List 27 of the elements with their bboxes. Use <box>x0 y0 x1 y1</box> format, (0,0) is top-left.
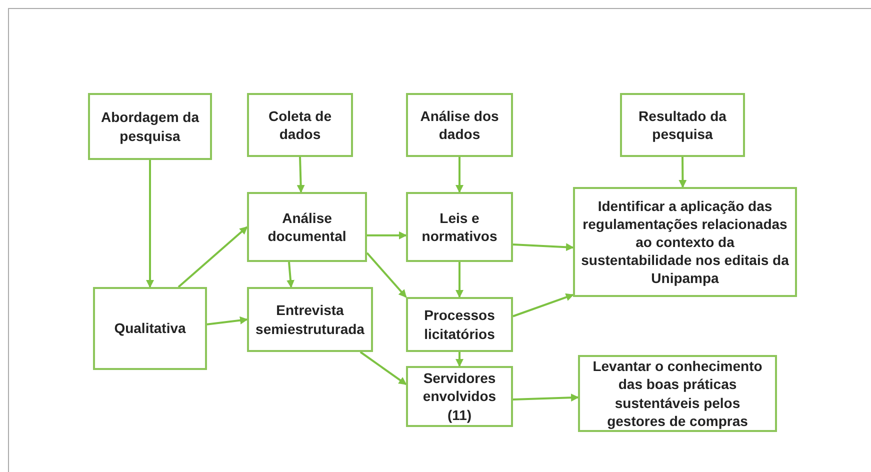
process-box: Servidores envolvidos (11) <box>406 366 513 427</box>
arrow <box>367 231 407 240</box>
process-box: Resultado da pesquisa <box>620 93 745 157</box>
process-box: Entrevista semiestruturada <box>247 287 373 352</box>
process-box: Qualitativa <box>93 287 207 370</box>
arrow <box>456 352 464 367</box>
arrow <box>512 243 574 252</box>
arrow <box>360 351 407 386</box>
arrow <box>512 293 574 318</box>
process-box: Processos licitatórios <box>406 297 513 352</box>
arrow <box>456 157 464 193</box>
arrow <box>206 316 248 326</box>
process-box: Levantar o conhecimento das boas práticas sustentáveis pelos gestores de compras <box>578 355 777 432</box>
arrow <box>366 252 407 298</box>
process-box: Análise documental <box>247 192 367 262</box>
process-box: Análise dos dados <box>406 93 513 157</box>
process-box: Leis e normativos <box>406 192 513 262</box>
arrow <box>296 156 305 193</box>
arrow <box>178 226 248 288</box>
arrow <box>512 394 579 402</box>
process-box: Identificar a aplicação das regulamentações relacionadas ao contexto da sustentabilidade nos editais da Unipampa <box>573 187 797 297</box>
arrow <box>146 160 154 288</box>
arrow <box>678 157 687 188</box>
arrow <box>286 262 294 288</box>
process-box: Abordagem da pesquisa <box>88 93 212 160</box>
process-box: Coleta de dados <box>247 93 353 157</box>
arrow <box>456 262 464 298</box>
